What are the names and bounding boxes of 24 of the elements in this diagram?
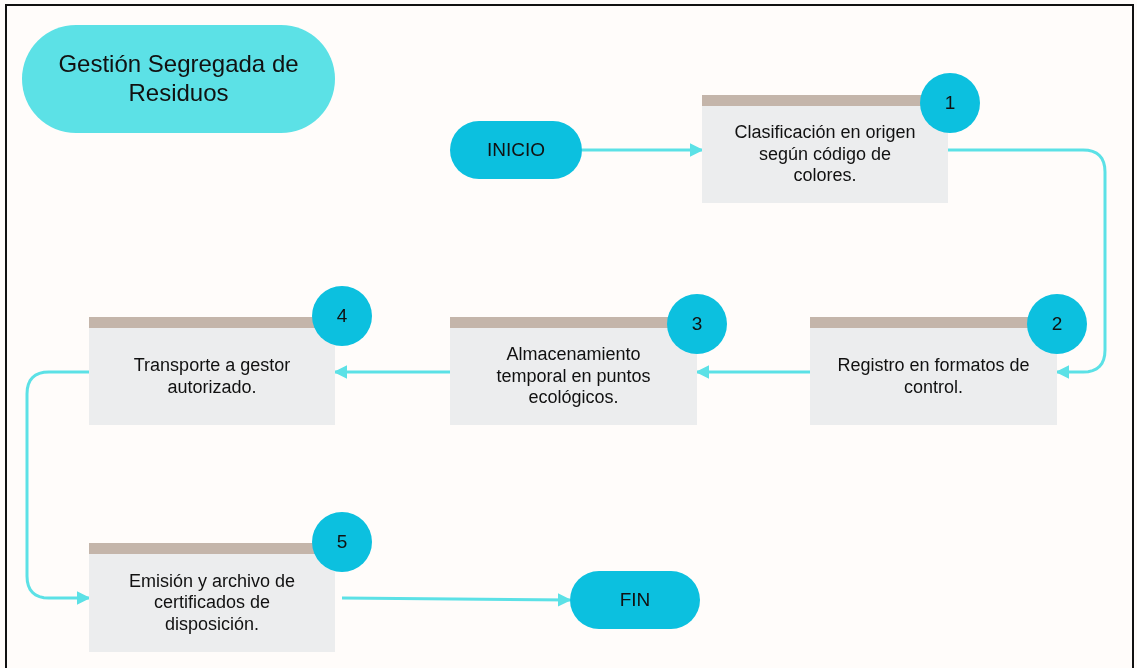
step-text: FIN [619,588,651,612]
step-number: 2 [1027,294,1087,354]
step-text: INICIO [486,138,546,162]
step-text: Registro en formatos de control. [836,354,1031,399]
step-number: 5 [312,512,372,572]
arrow [695,365,810,379]
arrow [582,143,704,157]
process-box [702,95,948,203]
step-number: 4 [312,286,372,346]
title-text: Gestión Segregada de Residuos [57,50,300,108]
step-text: Almacenamiento temporal en puntos ecológicos. [495,344,652,409]
step-number: 3 [667,294,727,354]
step-text: Emisión y archivo de certificados de disposición. [127,570,297,636]
arrow [333,365,450,379]
terminal-pill [570,571,700,629]
arrow [948,148,1107,379]
process-box [89,543,335,652]
step-number: 1 [920,73,980,133]
terminal-pill [450,121,582,179]
arrow [342,593,572,607]
step-text: Clasificación en origen según código de colores. [733,122,917,187]
step-text: Transporte a gestor autorizado. [132,354,292,399]
arrow [25,370,91,605]
process-box [89,317,335,425]
